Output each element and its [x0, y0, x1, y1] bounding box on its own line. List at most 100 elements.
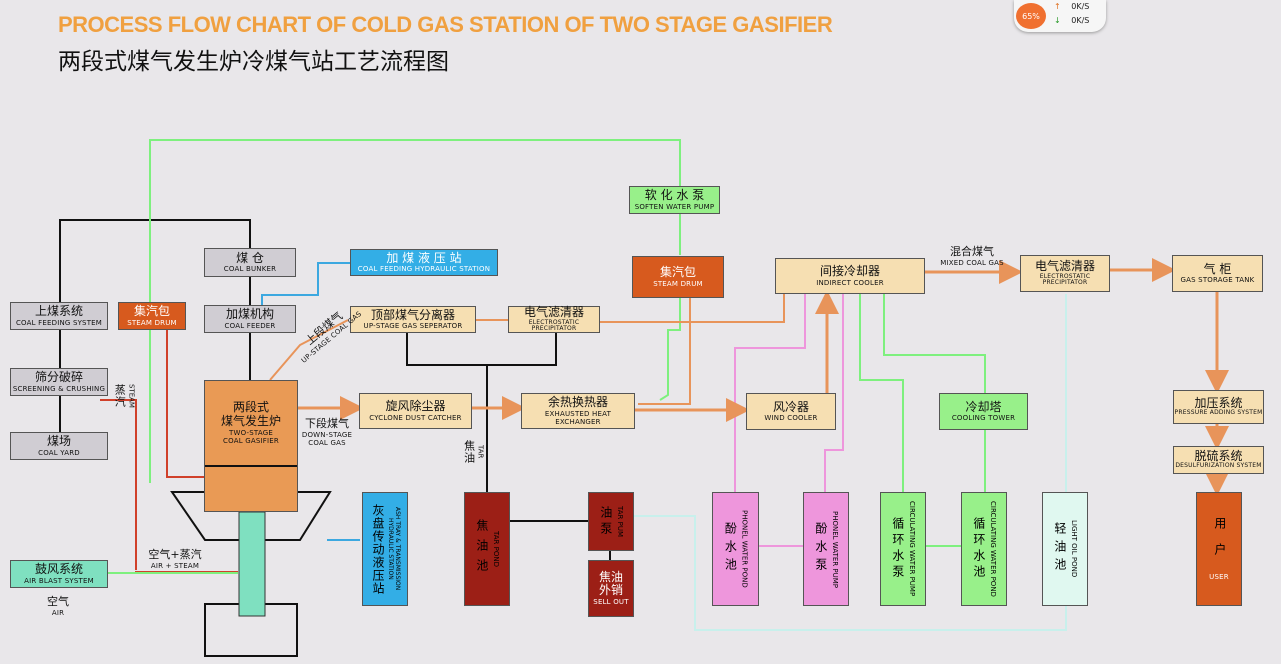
air-blast-system-zh: 鼓风系统	[34, 562, 83, 577]
light-oil-pond-zh: 轻油池	[1052, 522, 1067, 576]
user-box[interactable]: 用户 USER	[1196, 492, 1242, 606]
gasifier-zh-line2: 煤气发生炉	[220, 413, 281, 428]
gas-storage-tank-zh: 气 柜	[1203, 261, 1232, 276]
speed-percent: 65%	[1016, 3, 1046, 29]
soften-water-pump-zh: 软 化 水 泵	[644, 188, 705, 203]
coal-feeding-hydraulic-box[interactable]: 加 煤 液 压 站 COAL FEEDING HYDRAULIC STATION	[350, 249, 498, 276]
indirect-cooler-box[interactable]: 间接冷却器 INDIRECT COOLER	[775, 258, 925, 294]
downstage-gas-label-zh: 下段煤气	[305, 417, 349, 430]
air-blast-system-box[interactable]: 鼓风系统 AIR BLAST SYSTEM	[10, 560, 108, 588]
download-speed: 0K/S	[1071, 16, 1090, 25]
downstage-gas-label: 下段煤气 DOWN-STAGE COAL GAS	[296, 417, 358, 447]
ash-tray-zh: 灰盘传动液压站	[371, 503, 385, 595]
ash-tray-hydraulic-box[interactable]: 灰盘传动液压站 ASH TRAY & TRANSMISSION HYDRAULI…	[362, 492, 408, 606]
circulating-water-pump-zh: 循环水泵	[890, 517, 905, 581]
air-blast-system-en: AIR BLAST SYSTEM	[24, 576, 94, 585]
esp-right-en: ELECTROSTATIC PRECIPITATOR	[1039, 272, 1091, 287]
tar-pond-en: TAR POND	[491, 531, 500, 567]
screening-crushing-box[interactable]: 筛分破碎 SCREENING & CRUSHING	[10, 368, 108, 396]
phenol-water-pump-zh: 酚水泵	[813, 522, 828, 576]
two-stage-gasifier-box[interactable]: 两段式 煤气发生炉 TWO-STAGE COAL GASIFIER	[204, 380, 298, 512]
tar-pump-en: TAR PUM	[615, 506, 624, 537]
tar-label-zh: 焦油	[462, 440, 476, 464]
steam-drum-left-en: STEAM DRUM	[127, 318, 177, 327]
steam-label: 蒸汽 STEAM	[108, 384, 140, 408]
upstage-gas-separator-box[interactable]: 顶部煤气分离器 UP-STAGE GAS SEPERATOR	[350, 306, 476, 333]
light-oil-pond-en: LIGHT OIL POND	[1069, 520, 1078, 578]
air-steam-label: 空气+蒸汽 AIR + STEAM	[140, 548, 210, 570]
title-en: PROCESS FLOW CHART OF COLD GAS STATION O…	[58, 12, 833, 37]
user-zh: 用户	[1212, 516, 1227, 569]
wind-cooler-zh: 风冷器	[772, 399, 809, 414]
gas-storage-tank-en: GAS STORAGE TANK	[1180, 276, 1255, 285]
arrow-up-icon: ↑	[1054, 2, 1061, 11]
gasifier-zh-line1: 两段式	[232, 400, 269, 414]
gasifier-en-line2: COAL GASIFIER	[223, 436, 279, 445]
steam-label-en: STEAM	[127, 384, 136, 408]
gas-line	[298, 258, 1229, 496]
tar-pond-box[interactable]: 焦油池 TAR POND	[464, 492, 510, 606]
phenol-water-pond-en: PHONEL WATER POND	[740, 510, 749, 588]
circulating-water-pump-box[interactable]: 循环水泵 CIRCULATING WATER PUMP	[880, 492, 926, 606]
soften-water-pump-en: SOFTEN WATER PUMP	[634, 202, 715, 211]
wind-cooler-box[interactable]: 风冷器 WIND COOLER	[746, 393, 836, 430]
steam-drum-right-zh: 集汽包	[659, 265, 696, 280]
circulating-water-pond-zh: 循环水池	[971, 517, 986, 581]
tar-label-en: TAR	[476, 445, 485, 459]
upload-speed: 0K/S	[1071, 2, 1090, 11]
download-speed-row: ↓ 0K/S	[1054, 16, 1104, 25]
steam-drum-left-box[interactable]: 集汽包 STEAM DRUM	[118, 302, 186, 330]
air-steam-label-en: AIR + STEAM	[150, 561, 200, 570]
air-label: 空气 AIR	[38, 595, 78, 617]
circulating-water-pond-en: CIRCULATING WATER POND	[988, 501, 997, 597]
desulfurization-zh: 脱硫系统	[1194, 448, 1243, 463]
gas-storage-tank-box[interactable]: 气 柜 GAS STORAGE TANK	[1172, 255, 1263, 292]
circulating-water-pond-box[interactable]: 循环水池 CIRCULATING WATER POND	[961, 492, 1007, 606]
esp-upper-en: ELECTROSTATIC PRECIPITATOR	[528, 318, 580, 333]
esp-upper-zh: 电气滤清器	[523, 304, 584, 319]
light-oil-pond-box[interactable]: 轻油池 LIGHT OIL POND	[1042, 492, 1088, 606]
arrow-down-icon: ↓	[1054, 16, 1061, 25]
esp-upper-box[interactable]: 电气滤清器 ELECTROSTATIC PRECIPITATOR	[508, 304, 600, 333]
cooling-tower-box[interactable]: 冷却塔 COOLING TOWER	[939, 393, 1028, 430]
coal-feeding-hydraulic-en: COAL FEEDING HYDRAULIC STATION	[357, 265, 491, 274]
ash-tray-en: ASH TRAY & TRANSMISSION HYDRAULIC STATIO…	[386, 507, 401, 591]
network-speed-widget[interactable]: 65% ↑ 0K/S ↓ 0K/S	[1014, 0, 1106, 32]
screening-crushing-en: SCREENING & CRUSHING	[12, 384, 106, 393]
heat-exchanger-box[interactable]: 余热换热器 EXHAUSTED HEAT EXCHANGER	[521, 393, 635, 429]
steam-drum-right-en: STEAM DRUM	[653, 279, 703, 288]
air-steam-label-zh: 空气+蒸汽	[148, 548, 202, 561]
coal-bunker-box[interactable]: 煤 仓 COAL BUNKER	[204, 248, 296, 277]
downstage-gas-label-en2: COAL GAS	[308, 438, 346, 447]
esp-right-box[interactable]: 电气滤清器 ELECTROSTATIC PRECIPITATOR	[1020, 255, 1110, 292]
wind-cooler-en: WIND COOLER	[764, 414, 818, 423]
pressure-adding-box[interactable]: 加压系统 PRESSURE ADDING SYSTEM	[1173, 390, 1264, 424]
cyclone-zh: 旋风除尘器	[385, 399, 446, 414]
upstage-gas-separator-zh: 顶部煤气分离器	[370, 307, 455, 322]
coal-line	[59, 219, 611, 560]
desulfurization-box[interactable]: 脱硫系统 DESULFURIZATION SYSTEM	[1173, 446, 1264, 474]
mixed-gas-label-zh: 混合煤气	[950, 245, 994, 258]
sell-out-zh1: 焦油	[598, 569, 623, 584]
coal-feeder-en: COAL FEEDER	[224, 321, 276, 330]
heat-exchanger-en: EXHAUSTED HEAT EXCHANGER	[544, 409, 612, 426]
phenol-water-pump-box[interactable]: 酚水泵 PHONEL WATER PUMP	[803, 492, 849, 606]
cooling-tower-en: COOLING TOWER	[951, 414, 1016, 423]
soften-water-pump-box[interactable]: 软 化 水 泵 SOFTEN WATER PUMP	[629, 186, 720, 214]
upstage-gas-separator-en: UP-STAGE GAS SEPERATOR	[363, 322, 463, 331]
phenol-water-pond-zh: 酚水池	[723, 522, 738, 576]
steam-drum-right-box[interactable]: 集汽包 STEAM DRUM	[632, 256, 724, 298]
coal-yard-box[interactable]: 煤场 COAL YARD	[10, 432, 108, 460]
coal-feeder-box[interactable]: 加煤机构 COAL FEEDER	[204, 305, 296, 333]
phenol-water-pump-en: PHONEL WATER PUMP	[830, 510, 839, 588]
gas-line-thin	[269, 294, 785, 405]
indirect-cooler-zh: 间接冷却器	[819, 264, 880, 279]
coal-feeding-system-box[interactable]: 上煤系统 COAL FEEDING SYSTEM	[10, 302, 108, 330]
gasifier-en-line1: TWO-STAGE	[229, 428, 273, 437]
sell-out-box[interactable]: 焦油 外销 SELL OUT	[588, 560, 634, 617]
tar-pump-box[interactable]: 油泵 TAR PUM	[588, 492, 634, 551]
phenol-water-pond-box[interactable]: 酚水池 PHONEL WATER POND	[712, 492, 759, 606]
cyclone-dust-catcher-box[interactable]: 旋风除尘器 CYCLONE DUST CATCHER	[359, 393, 472, 429]
cyclone-en: CYCLONE DUST CATCHER	[369, 413, 462, 422]
user-en: USER	[1209, 572, 1229, 581]
